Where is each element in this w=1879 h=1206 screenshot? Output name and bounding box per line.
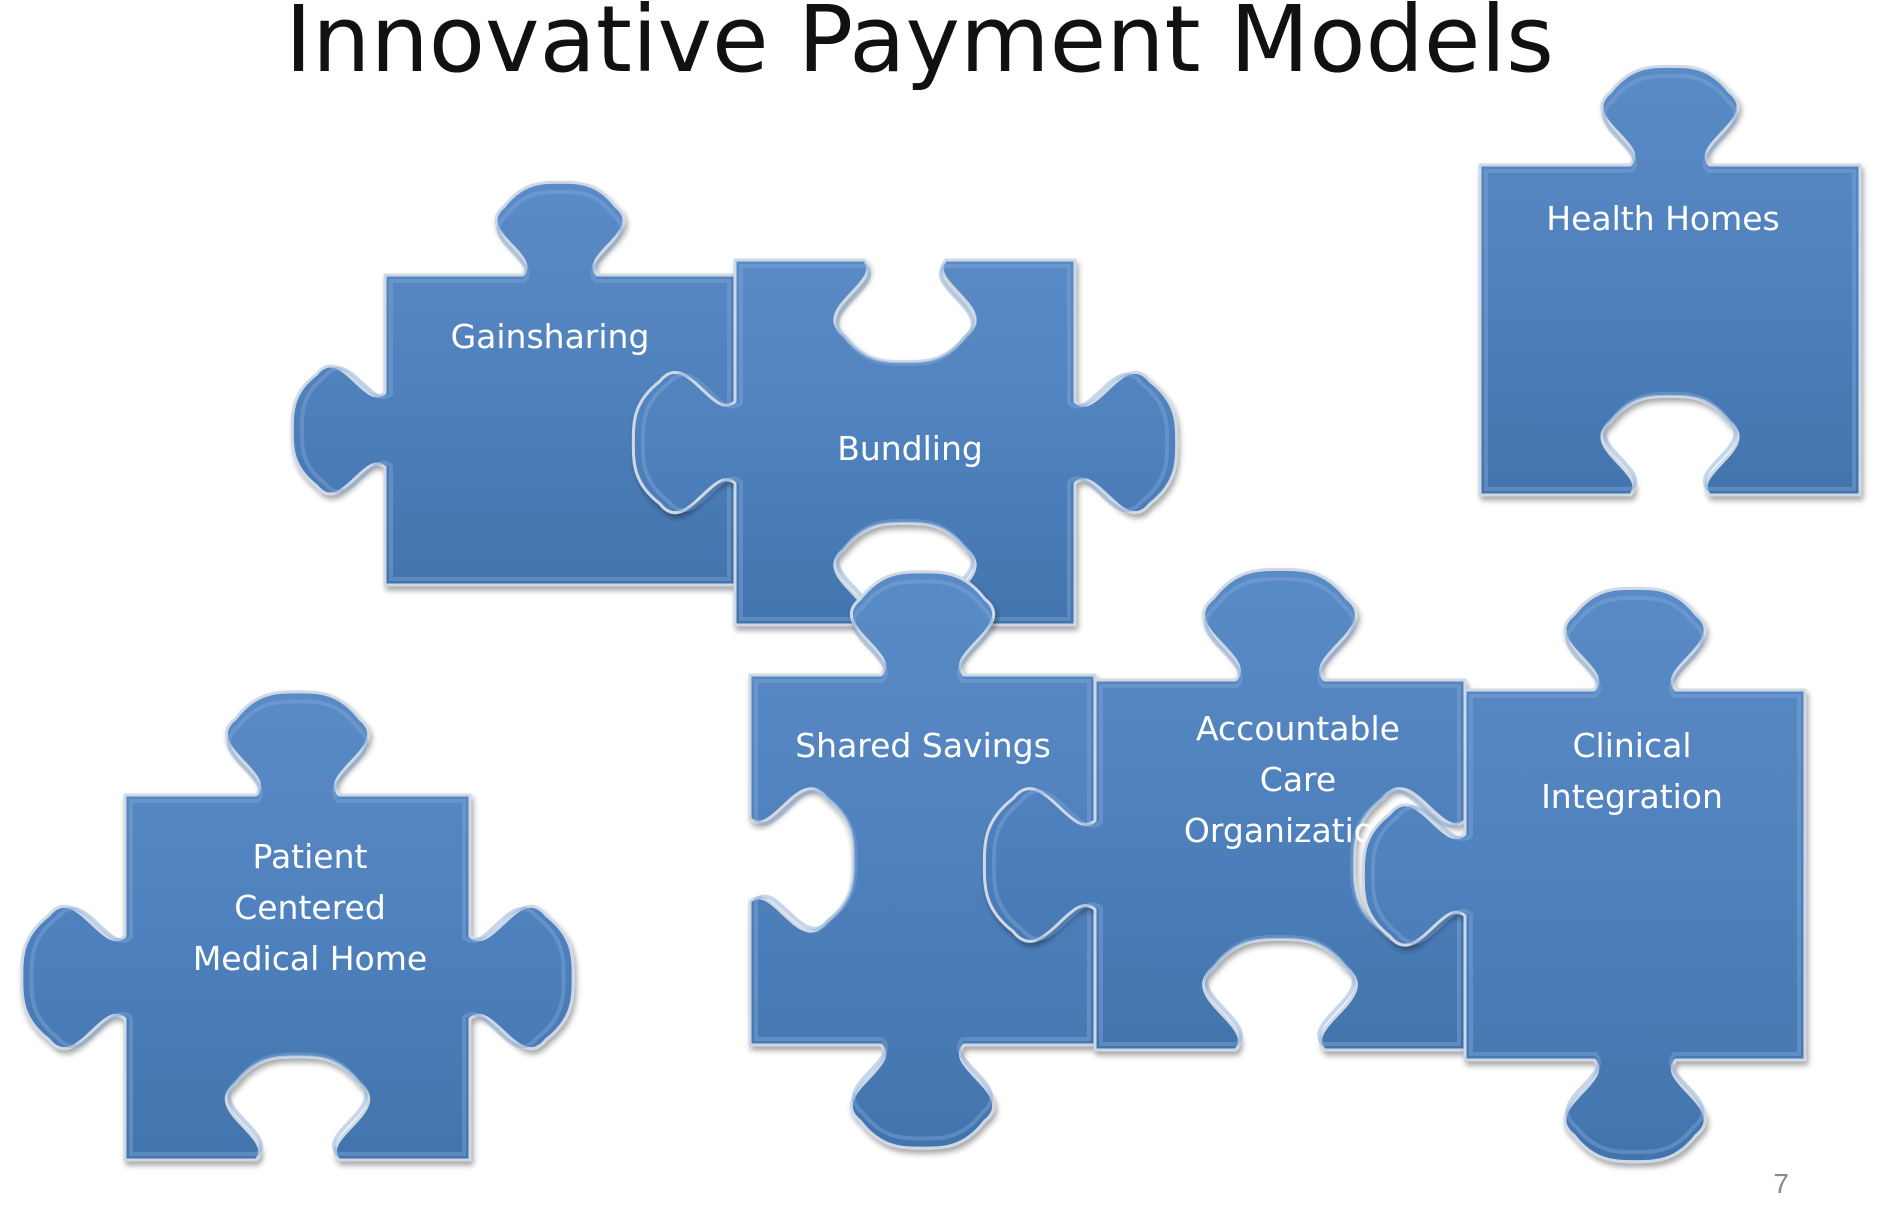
puzzle-piece-shape <box>1361 586 1807 1164</box>
page-number: 7 <box>1773 1168 1789 1199</box>
puzzle-piece-bevel <box>754 579 1091 1141</box>
piece-label-gainsharing-line-1: Gainsharing <box>451 317 650 356</box>
puzzle-piece-bevel <box>1484 73 1856 491</box>
puzzle-piece-shape <box>631 258 1179 627</box>
puzzle-piece-shape <box>1478 64 1862 497</box>
piece-label-patient-centered-medical-home-line-2: Centered <box>234 888 386 927</box>
piece-label-clinical-integration-line-2: Integration <box>1541 777 1723 816</box>
puzzle-piece-shared-savings: Shared Savings <box>748 570 1097 1150</box>
puzzle-piece-bevel <box>299 189 731 581</box>
puzzle-piece-bevel <box>991 576 1461 1046</box>
puzzle-piece-health-homes: Health Homes <box>1478 64 1862 497</box>
piece-label-bundling-line-1: Bundling <box>837 429 983 468</box>
puzzle-piece-bevel <box>1370 595 1801 1155</box>
piece-label-health-homes-line-1: Health Homes <box>1546 199 1780 238</box>
slide-title: Innovative Payment Models <box>0 0 1879 93</box>
piece-label-shared-savings-line-1: Shared Savings <box>795 726 1051 765</box>
piece-label-patient-centered-medical-home-line-3: Medical Home <box>193 939 427 978</box>
puzzle-piece-bevel <box>29 699 566 1156</box>
piece-label-clinical-integration-line-1: Clinical <box>1573 726 1692 765</box>
puzzle-piece-bundling: Bundling <box>631 258 1179 627</box>
puzzle-piece-shape <box>20 690 575 1162</box>
puzzle-piece-shape <box>748 570 1097 1150</box>
slide-title-text: Innovative Payment Models <box>285 0 1554 93</box>
puzzle-piece-bevel <box>640 264 1170 621</box>
piece-label-accountable-care-organizations-line-2: Care <box>1260 760 1336 799</box>
piece-label-patient-centered-medical-home-line-1: Patient <box>253 837 368 876</box>
piece-label-accountable-care-organizations-line-1: Accountable <box>1196 709 1400 748</box>
